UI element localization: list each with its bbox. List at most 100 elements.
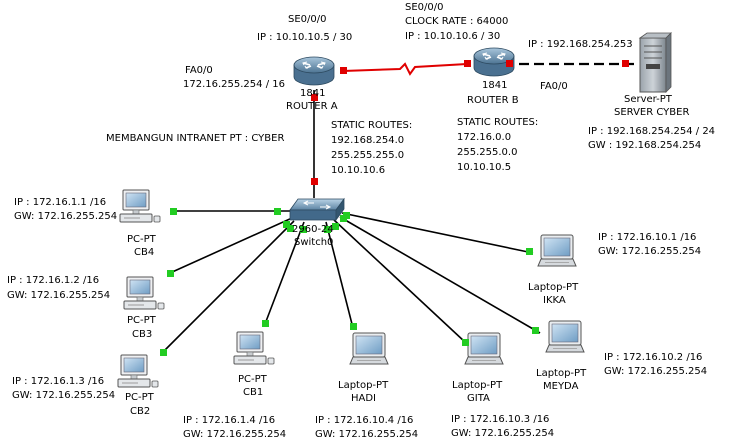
router-a-name: ROUTER A: [286, 101, 338, 112]
server-name: SERVER CYBER: [614, 107, 689, 118]
port-up-indicator: [622, 60, 629, 67]
pc-cb3-type: PC-PT: [127, 315, 157, 326]
pc-cb4-gw: GW: 172.16.255.254: [14, 211, 117, 222]
laptop-meyda-gw: GW: 172.16.255.254: [604, 366, 707, 377]
pc-cb2-type: PC-PT: [125, 392, 155, 403]
laptop-icon: [537, 234, 577, 267]
laptop-icon: [464, 332, 504, 365]
pc-cb1[interactable]: [233, 331, 275, 365]
server-top-ip: IP : 192.168.254.253: [528, 39, 633, 50]
laptop-meyda-name: MEYDA: [543, 381, 579, 392]
laptop-ikka-ip: IP : 172.16.10.1 /16: [598, 232, 696, 243]
router-b-model: 1841: [482, 80, 507, 91]
laptop-ikka-name: IKKA: [543, 295, 566, 306]
router-a-static-network: 192.168.254.0: [331, 135, 404, 146]
laptop-gita[interactable]: [464, 332, 504, 365]
link-switch-cb3[interactable]: [169, 217, 293, 274]
pc-cb2-name: CB2: [130, 406, 150, 417]
pc-cb3[interactable]: [123, 276, 165, 310]
router-b-se-port: SE0/0/0: [405, 2, 444, 13]
port-up-indicator: [532, 327, 539, 334]
router-a-model: 1841: [300, 88, 325, 99]
laptop-icon: [349, 332, 389, 365]
pc-cb2-gw: GW: 172.16.255.254: [12, 390, 115, 401]
server-ip: IP : 192.168.254.254 / 24: [588, 126, 715, 137]
serial-link[interactable]: [342, 62, 468, 76]
router-a-fa-port: FA0/0: [185, 65, 213, 76]
laptop-ikka-gw: GW: 172.16.255.254: [598, 246, 701, 257]
pc-cb4-name: CB4: [134, 247, 154, 258]
pc-cb2-ip: IP : 172.16.1.3 /16: [12, 376, 104, 387]
link-switch-meyda[interactable]: [339, 216, 541, 334]
router-b-se-ip: IP : 10.10.10.6 / 30: [405, 31, 500, 42]
port-up-indicator: [462, 339, 469, 346]
router-b-name: ROUTER B: [467, 95, 519, 106]
link-switch-hadi[interactable]: [325, 221, 354, 329]
port-up-indicator: [170, 208, 177, 215]
laptop-gita-name: GITA: [467, 393, 490, 404]
pc-cb3-ip: IP : 172.16.1.2 /16: [7, 275, 99, 286]
port-up-indicator: [343, 212, 350, 219]
router-b-static-network: 172.16.0.0: [457, 132, 511, 143]
laptop-meyda[interactable]: [545, 320, 585, 353]
router-a-fa-ip: 172.16.255.254 / 16: [183, 79, 285, 90]
router-a[interactable]: [293, 56, 335, 86]
pc-cb4[interactable]: [119, 189, 161, 223]
router-b-static-header: STATIC ROUTES:: [457, 117, 538, 128]
diagram-title: MEMBANGUN INTRANET PT : CYBER: [106, 133, 284, 144]
router-b-static-mask: 255.255.0.0: [457, 147, 517, 158]
port-up-indicator: [340, 67, 347, 74]
port-up-indicator: [287, 225, 294, 232]
router-b-fa-port: FA0/0: [540, 81, 568, 92]
router-a-static-mask: 255.255.255.0: [331, 150, 404, 161]
port-up-indicator: [526, 248, 533, 255]
laptop-meyda-ip: IP : 172.16.10.2 /16: [604, 352, 702, 363]
port-up-indicator: [311, 94, 318, 101]
port-up-indicator: [274, 208, 281, 215]
laptop-hadi-ip: IP : 172.16.10.4 /16: [315, 415, 413, 426]
laptop-gita-type: Laptop-PT: [452, 380, 503, 391]
server-type: Server-PT: [624, 94, 673, 105]
laptop-ikka-type: Laptop-PT: [528, 282, 579, 293]
port-up-indicator: [506, 60, 513, 67]
laptop-gita-gw: GW: 172.16.255.254: [451, 428, 554, 439]
port-up-indicator: [283, 221, 290, 228]
pc-cb1-ip: IP : 172.16.1.4 /16: [183, 415, 275, 426]
router-icon: [293, 56, 335, 86]
pc-cb1-gw: GW: 172.16.255.254: [183, 429, 286, 440]
switch-model: 2960-24: [292, 224, 334, 235]
port-up-indicator: [311, 178, 318, 185]
router-a-se-ip: IP : 10.10.10.5 / 30: [257, 32, 352, 43]
link-switch-cb2[interactable]: [161, 220, 295, 354]
router-b-clock-rate: CLOCK RATE : 64000: [405, 16, 508, 27]
laptop-ikka[interactable]: [537, 234, 577, 267]
port-up-indicator: [262, 320, 269, 327]
router-a-se-port: SE0/0/0: [288, 14, 327, 25]
laptop-icon: [545, 320, 585, 353]
switch-icon: [289, 198, 345, 211]
pc-cb3-gw: GW: 172.16.255.254: [7, 290, 110, 301]
router-a-static-nexthop: 10.10.10.6: [331, 165, 385, 176]
laptop-hadi-type: Laptop-PT: [338, 380, 389, 391]
switch-name: Switch0: [294, 237, 333, 248]
port-up-indicator: [160, 349, 167, 356]
port-up-indicator: [324, 226, 331, 233]
port-up-indicator: [167, 270, 174, 277]
pc-icon: [233, 331, 275, 365]
server-gw: GW : 192.168.254.254: [588, 140, 701, 151]
laptop-hadi[interactable]: [349, 332, 389, 365]
pc-cb2[interactable]: [117, 354, 159, 388]
laptop-hadi-gw: GW: 172.16.255.254: [315, 429, 418, 440]
switch0[interactable]: [289, 197, 345, 222]
pc-cb3-name: CB3: [132, 329, 152, 340]
labels: MEMBANGUN INTRANET PT : CYBER SE0/0/0 IP…: [7, 2, 715, 440]
server-cyber[interactable]: [638, 32, 672, 93]
link-switch-cb1[interactable]: [264, 221, 305, 325]
link-switch-gita[interactable]: [333, 219, 466, 343]
link-switch-ikka[interactable]: [341, 212, 534, 254]
router-a-static-header: STATIC ROUTES:: [331, 120, 412, 131]
pc-cb4-type: PC-PT: [127, 234, 157, 245]
port-indicators: [160, 60, 629, 356]
laptop-meyda-type: Laptop-PT: [536, 368, 587, 379]
